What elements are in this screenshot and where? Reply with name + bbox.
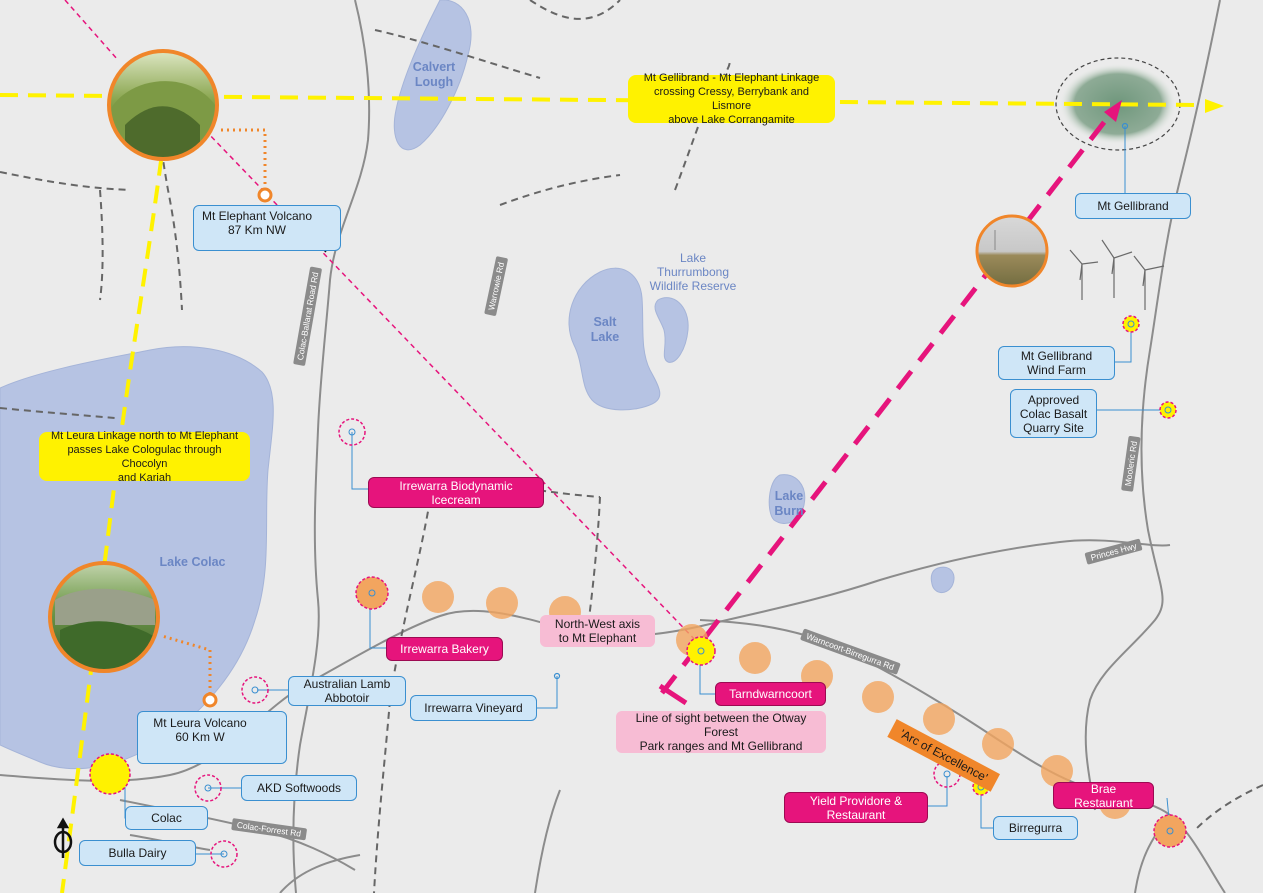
line-of-sight [660,110,1114,695]
vineyard-marker [553,672,561,680]
birregurra-label: Birregurra [993,816,1078,840]
lamb-abbotoir-label: Australian Lamb Abbotoir [288,676,406,706]
thurrumbong-label: Lake Thurrumbong Wildlife Reserve [649,251,737,293]
calvert-lough-label: Calvert Lough [412,60,456,89]
linkage-arrowhead [1205,99,1224,113]
compass-icon [53,817,73,858]
photo-marker-icon [107,49,219,161]
biodynamic-marker [338,418,366,446]
photo-leaders [161,128,267,700]
salt-lake-shape [568,267,661,411]
lake-colac-label: Lake Colac [159,555,226,569]
wind-farm-marker [1122,315,1140,333]
nw-axis-label: North-West axis to Mt Elephant [540,615,655,647]
biodynamic-label: Irrewarra Biodynamic Icecream [368,477,544,508]
mt-gellibrand-label: Mt Gellibrand [1075,193,1191,219]
thurrumbong-shape [654,297,689,363]
brae-restaurant-label: Brae Restaurant [1053,782,1154,810]
bulla-dairy-label: Bulla Dairy [79,840,196,866]
wind-turbine-icon [1069,239,1165,310]
quarry-marker [1159,401,1177,419]
brae-marker [1153,814,1187,848]
salt-lake-label: Salt Lake [590,315,620,344]
wind-farm-label: Mt Gellibrand Wind Farm [998,346,1115,380]
colac-label: Colac [125,806,208,830]
bakery-marker [355,576,389,610]
yield-providore-label: Yield Providore & Restaurant [784,792,928,823]
calvert-lough-shape [393,0,472,151]
akd-marker [194,774,222,802]
elephant-volcano-label: Mt Elephant Volcano 87 Km NW [193,205,341,251]
colac-marker [89,753,131,795]
irrewarra-vineyard-label: Irrewarra Vineyard [410,695,537,721]
bakery-label: Irrewarra Bakery [386,637,503,661]
photo-marker-icon [975,214,1049,288]
quarry-label: Approved Colac Basalt Quarry Site [1010,389,1097,438]
line-of-sight-end [658,683,688,706]
markers [89,122,1187,868]
lamb-marker [241,676,269,704]
line-of-sight-label: Line of sight between the Otway Forest P… [616,711,826,753]
tarndwarncoort-label: Tarndwarncoort [715,682,826,706]
akd-softwoods-label: AKD Softwoods [241,775,357,801]
small-lake-shape [930,566,955,593]
gellibrand-linkage-label: Mt Gellibrand - Mt Elephant Linkage cros… [628,72,835,126]
lake-burn-label: Lake Burn [774,489,804,518]
leura-volcano-label: Mt Leura Volcano 60 Km W [137,711,287,764]
leura-linkage-label: Mt Leura Linkage north to Mt Elephant pa… [39,430,250,484]
line-of-sight-arrowhead [1104,100,1122,122]
bulla-marker [210,840,238,868]
tarndwarncoort-marker [686,636,716,666]
